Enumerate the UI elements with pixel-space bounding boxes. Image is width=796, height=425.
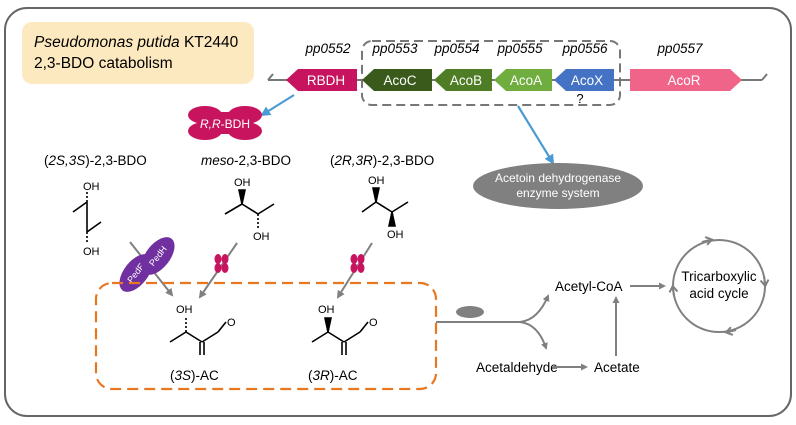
meso-bdo-oh-bottom: OH [253, 231, 270, 243]
rr-bdh-enzyme: R,R-BDH [188, 106, 262, 140]
arrow-to-acetaldehyde [519, 321, 548, 350]
gene-acor-arrow [630, 69, 742, 91]
ss-bdo-oh-bottom: OH [83, 246, 100, 258]
gene-id-labels: pp0552 pp0553 pp0554 pp0555 pp0556 pp055… [304, 41, 703, 56]
title-line-2: 2,3-BDO catabolism [34, 55, 173, 72]
title-line-1: Pseudomonas putida KT2440 [34, 34, 239, 51]
arrow-to-acetyl-coa [519, 294, 550, 323]
ss-bdo-structure [72, 192, 102, 244]
operon-dashed-box [361, 40, 621, 106]
gene-id-pp0554: pp0554 [433, 41, 479, 56]
pedh-enzyme: PedH [141, 237, 175, 275]
backbone-left-tick [267, 73, 274, 81]
tca-label-line-2: acid cycle [689, 286, 748, 301]
meso-bdo-structure [224, 189, 275, 228]
product-3s-ac-label: (3S)-AC [170, 368, 219, 383]
3r-ac-oh: OH [318, 304, 335, 316]
meso-bdo-oh-top: OH [234, 177, 251, 189]
tca-label-line-1: Tricarboxylic [681, 269, 757, 284]
metabolite-acetate: Acetate [594, 360, 640, 375]
gene-acox-arrow [554, 69, 614, 91]
gene-id-pp0553: pp0553 [371, 41, 418, 56]
product-3r-ac-label: (3R)-AC [308, 368, 358, 383]
acetoin-system-line-2: enzyme system [516, 186, 599, 200]
substrate-rr-bdo-label: (2R,3R)-2,3-BDO [330, 153, 434, 168]
acetoin-enzyme-small [456, 306, 484, 318]
gene-rbdh-arrow [286, 69, 357, 91]
gene-acor-label: AcoR [667, 73, 700, 88]
gene-id-pp0552: pp0552 [304, 41, 351, 56]
gene-acoc-arrow [362, 69, 432, 91]
3r-ac-o: O [369, 317, 378, 329]
acetoin-system-line-1: Acetoin dehydrogenase [495, 171, 621, 185]
gene-id-pp0557: pp0557 [656, 41, 703, 56]
tca-cycle [668, 236, 770, 336]
ss-bdo-oh-top: OH [83, 181, 100, 193]
acetoin-dashed-box [94, 281, 438, 391]
substrate-ss-bdo-label: (2S,3S)-2,3-BDO [44, 153, 147, 168]
backbone-right-tick [761, 73, 768, 81]
blue-arrow-to-rr-bdh [260, 94, 295, 117]
bdh-enzyme-meso [214, 254, 229, 273]
rr-bdh-label: R,R-BDH [200, 117, 250, 131]
rr-bdo-structure [361, 187, 409, 227]
gene-acox-label: AcoX [571, 73, 603, 88]
blue-arrow-to-acetoin-system [517, 105, 555, 165]
title-box [22, 22, 254, 84]
gene-rbdh-label: RBDH [307, 73, 345, 88]
acetoin-dehydrogenase-system [473, 163, 643, 209]
gene-acoa-arrow [494, 69, 552, 91]
3s-ac-o: O [227, 317, 236, 329]
3r-ac-structure [311, 317, 369, 355]
rr-bdo-oh-bottom: OH [387, 229, 404, 241]
acox-question-mark: ? [576, 91, 583, 106]
bdh-enzyme-rr [350, 254, 365, 273]
rr-bdo-oh-top: OH [368, 175, 385, 187]
3s-ac-oh: OH [176, 304, 193, 316]
metabolite-acetyl-coa: Acetyl-CoA [555, 279, 623, 294]
outer-frame [4, 7, 792, 417]
3s-ac-structure [169, 318, 227, 355]
gene-acoc-label: AcoC [383, 73, 416, 88]
metabolite-acetaldehyde: Acetaldehyde [476, 360, 558, 375]
gene-id-pp0556: pp0556 [561, 41, 608, 56]
gene-id-pp0555: pp0555 [496, 41, 543, 56]
gene-acob-arrow [434, 69, 492, 91]
substrate-meso-bdo-label: meso-2,3-BDO [201, 153, 291, 168]
gene-acob-label: AcoB [450, 73, 482, 88]
gene-acoa-label: AcoA [510, 73, 542, 88]
